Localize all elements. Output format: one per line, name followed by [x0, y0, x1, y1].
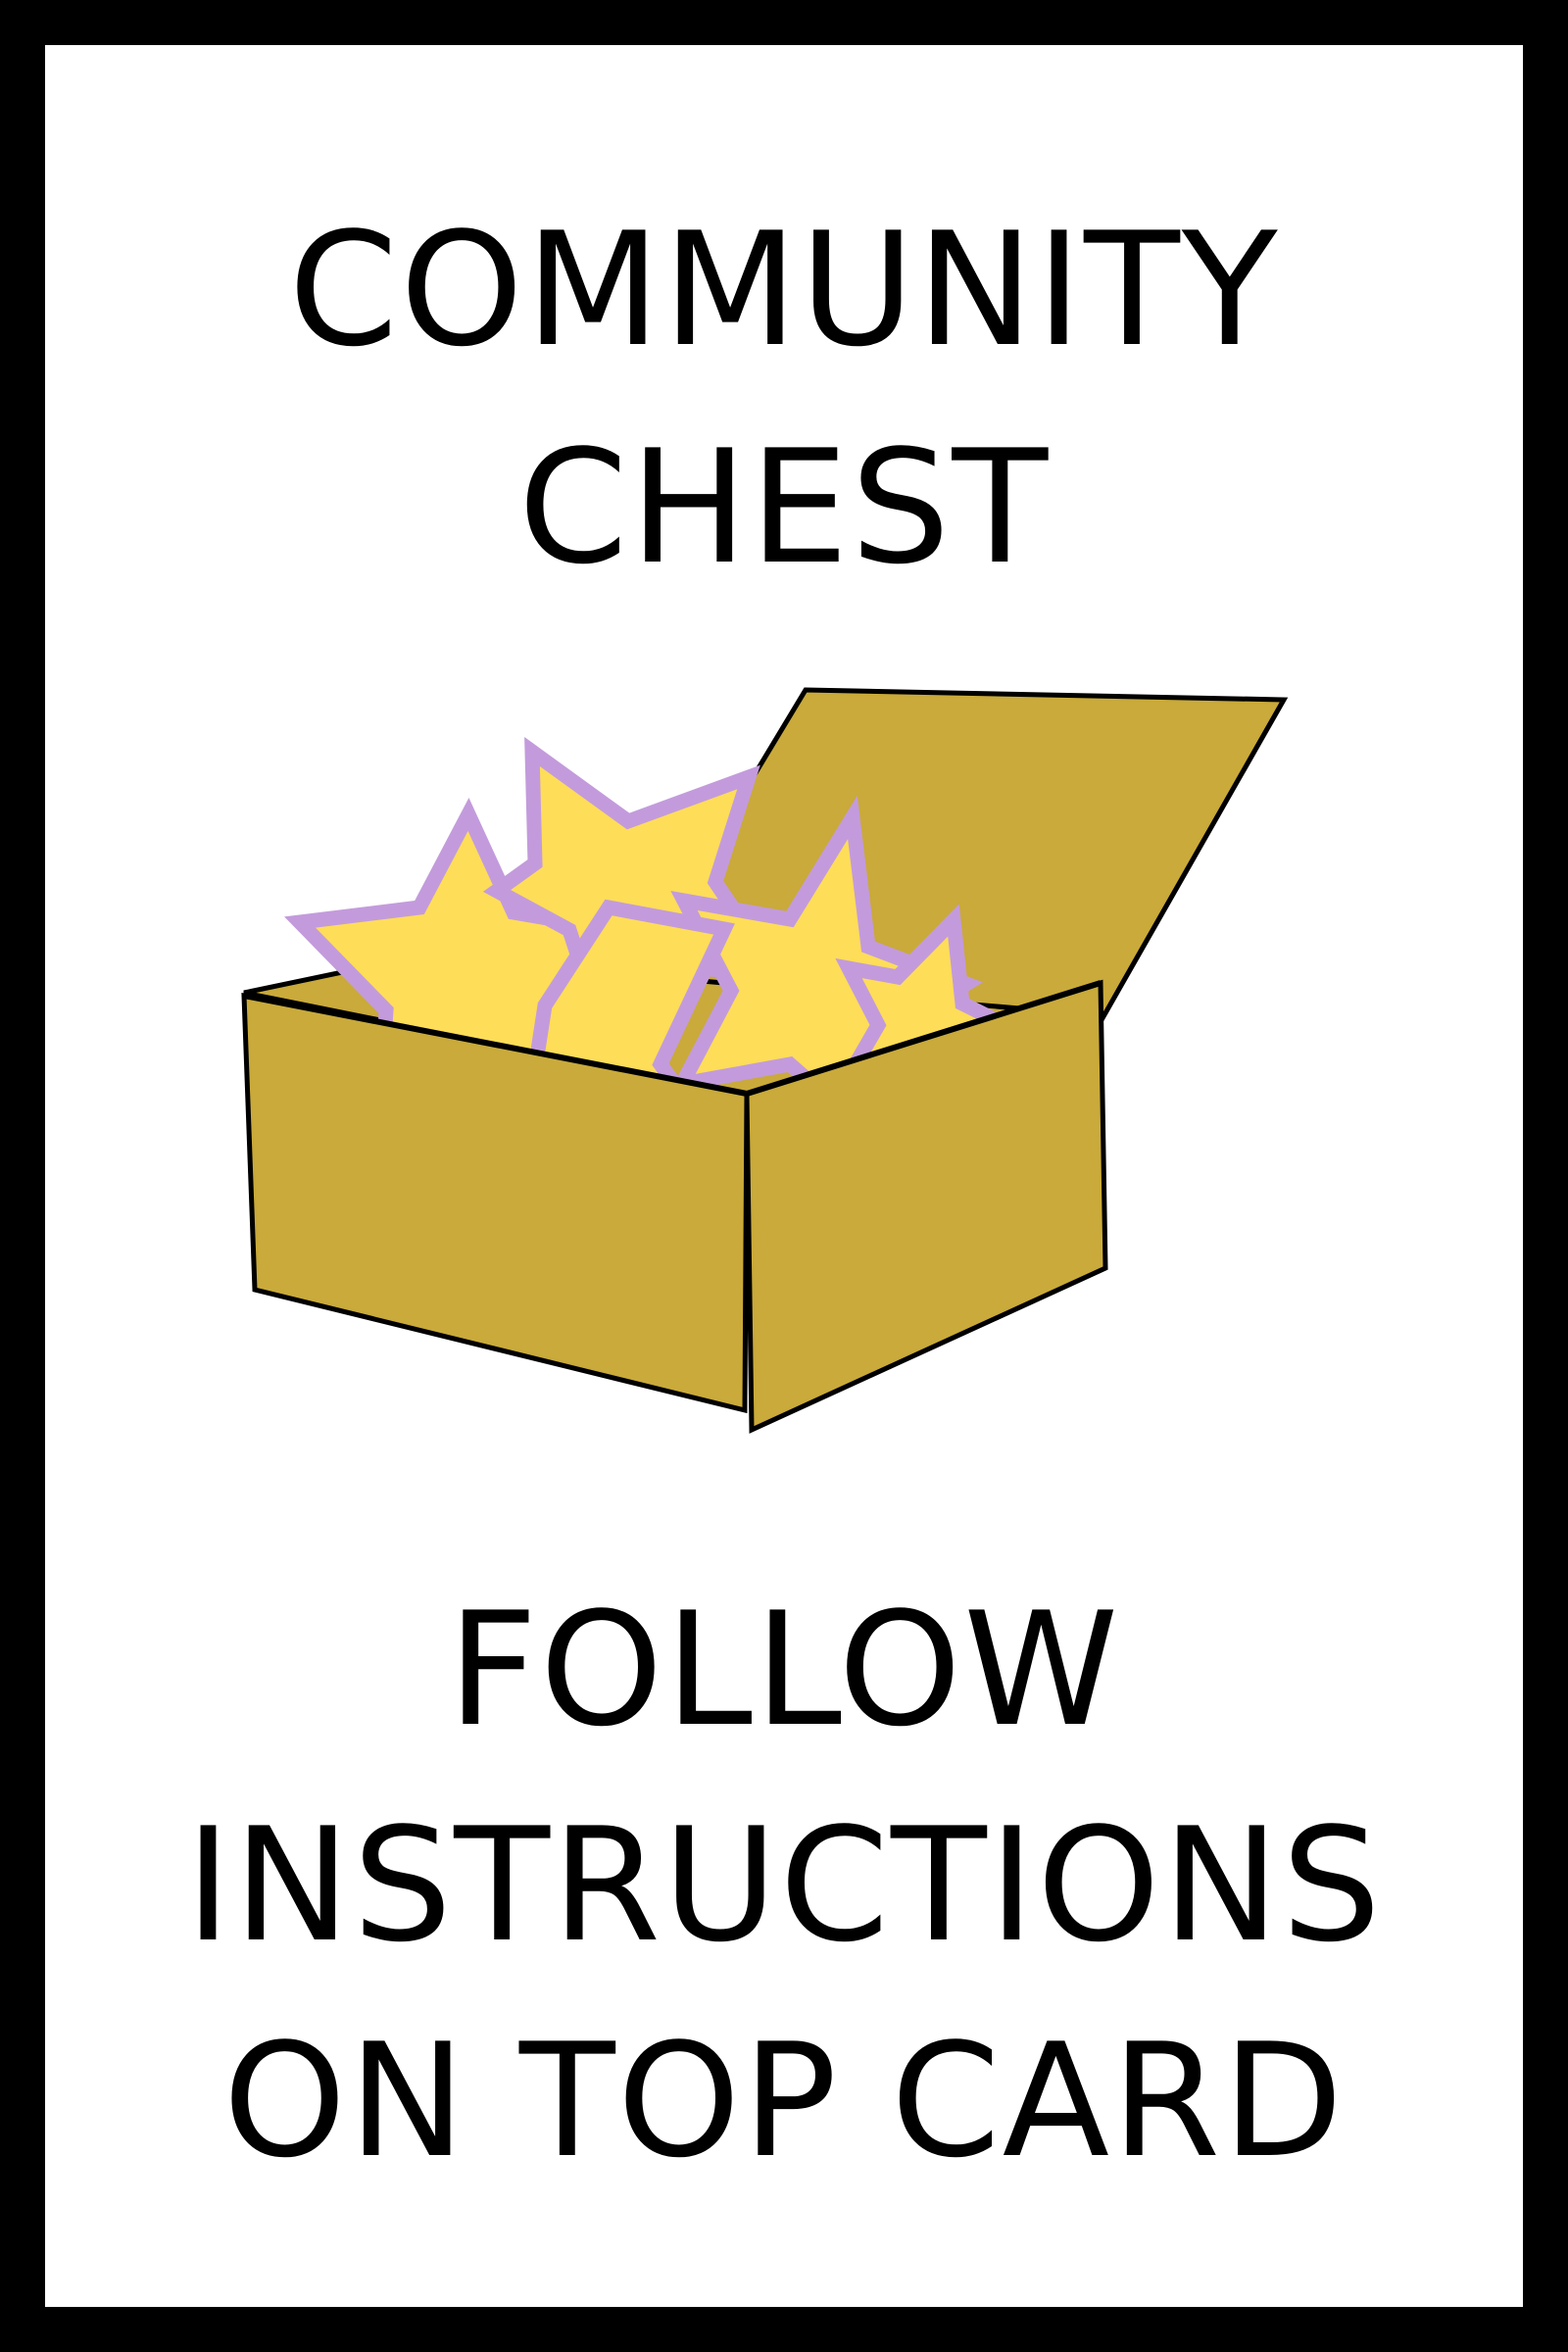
card-face: COMMUNITY CHEST FOLLOW INSTRUCTIONS — [45, 45, 1523, 2307]
card-heading-line-2: CHEST — [517, 416, 1051, 599]
instruction-line-1: FOLLOW — [447, 1578, 1121, 1761]
treasure-chest-icon — [241, 687, 1289, 1434]
instruction-line-2: INSTRUCTIONS — [184, 1793, 1384, 1977]
card-heading-line-1: COMMUNITY — [288, 198, 1280, 381]
chest-rim — [243, 980, 1102, 1098]
instruction-line-3: ON TOP CARD — [222, 2009, 1346, 2192]
